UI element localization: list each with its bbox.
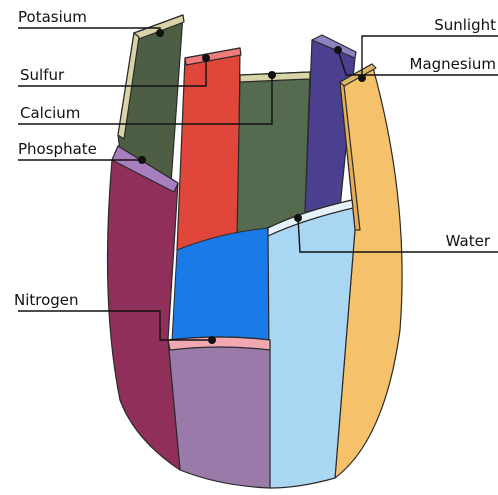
leader-dot-calcium — [268, 71, 276, 79]
stave-sulfur — [177, 48, 240, 250]
label-sulfur: Sulfur — [20, 66, 65, 84]
stave-phosphate — [108, 146, 181, 470]
label-calcium: Calcium — [20, 104, 80, 122]
label-magnesium: Magnesium — [410, 55, 497, 73]
leader-dot-phosphate — [138, 156, 146, 164]
label-nitrogen: Nitrogen — [14, 291, 79, 309]
leader-dot-sunlight — [358, 74, 366, 82]
label-water: Water — [446, 232, 491, 250]
stave-nitrogen — [168, 337, 270, 488]
leader-dot-water — [294, 214, 302, 222]
label-sunlight: Sunlight — [434, 16, 496, 34]
leader-dot-nitrogen — [208, 336, 216, 344]
leader-dot-magnesium — [334, 46, 342, 54]
leader-dot-potasium — [156, 29, 164, 37]
stave-calcium — [237, 72, 310, 238]
leader-dot-sulfur — [202, 54, 210, 62]
label-potasium: Potasium — [18, 8, 87, 26]
label-phosphate: Phosphate — [18, 140, 97, 158]
